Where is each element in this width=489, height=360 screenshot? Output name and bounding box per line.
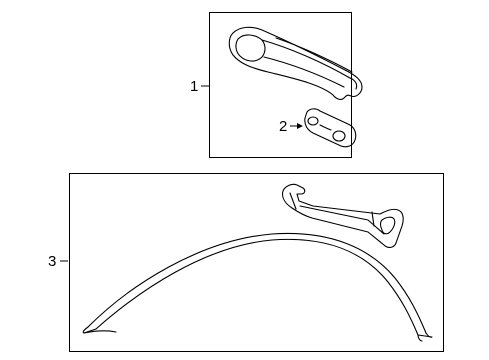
bracket-part [282,183,404,248]
wheel-opening-molding-part [82,232,433,342]
retainer-clip-part [304,108,357,148]
upper-group-box [209,12,352,158]
callout-2-arrowhead [297,123,303,129]
molding-end-cap-part [228,26,363,100]
lower-group-box [69,173,444,352]
callout-2-label: 2 [279,118,287,135]
callout-1-label: 1 [190,78,198,95]
callout-3-label: 3 [48,253,56,270]
